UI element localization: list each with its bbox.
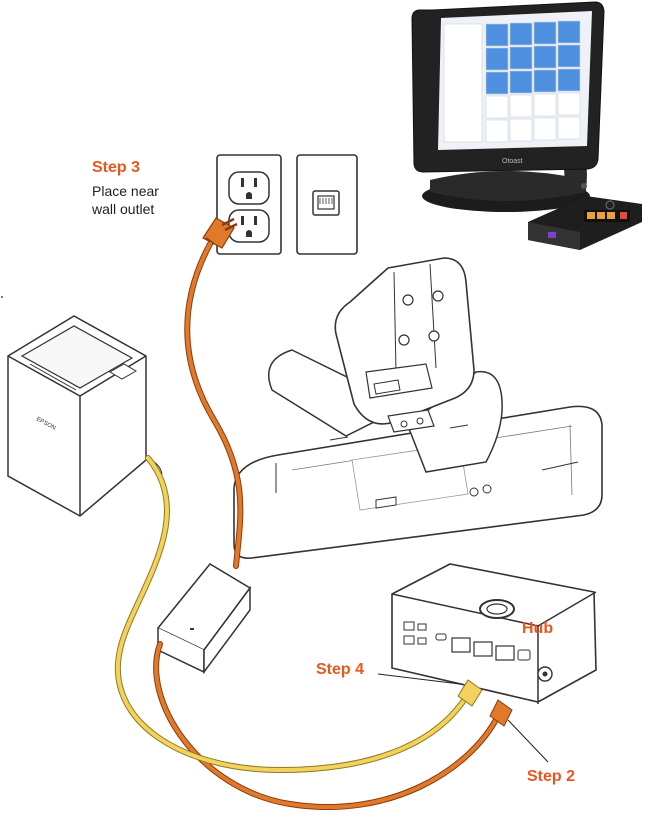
- hub-ports: [403, 621, 553, 682]
- terminal-screen: [438, 11, 592, 150]
- screen-tile: [557, 116, 581, 140]
- screen-tile: [509, 94, 533, 118]
- terminal-logo: Otoast: [502, 158, 523, 165]
- hub-label: Hub: [522, 620, 554, 637]
- power-cable-wall-to-adapter: [184, 241, 244, 569]
- power-cable-adapter-to-hub: [153, 641, 513, 811]
- screen-tile: [533, 117, 557, 141]
- screen-tile: [509, 22, 533, 46]
- screen-tile: [533, 69, 557, 93]
- step4-leader-line: [377, 673, 461, 685]
- screen-tile: [485, 95, 509, 119]
- screen-tile: [557, 44, 581, 68]
- screen-tile: [485, 71, 509, 95]
- screen-tile: [557, 92, 581, 116]
- terminal-stand-bracket: [268, 257, 503, 473]
- ethernet-cable-printer-to-hub: [115, 455, 483, 774]
- screen-tile: [509, 70, 533, 94]
- screen-order-panel: [443, 23, 483, 143]
- step3-description-line2: wall outlet: [92, 201, 155, 217]
- screen-tile: [557, 68, 581, 92]
- screen-tile: [485, 119, 509, 143]
- screen-tile: [485, 47, 509, 71]
- hub-device: [391, 563, 597, 704]
- screen-tile: [509, 118, 533, 142]
- step3-title: Step 3: [92, 159, 141, 176]
- ethernet-wall-jack: [296, 154, 358, 255]
- pos-terminal: Otoast: [411, 1, 605, 212]
- screen-tile: [557, 20, 581, 44]
- outlet-socket-top: [228, 171, 270, 205]
- step4-title: Step 4: [316, 661, 365, 678]
- screen-tile: [533, 45, 557, 69]
- step2-title: Step 2: [527, 768, 576, 785]
- step3-description-line1: Place near: [92, 183, 159, 199]
- receipt-printer: EPSON: [7, 315, 163, 517]
- screen-tile: [485, 23, 509, 47]
- screen-tile: [509, 46, 533, 70]
- screen-tile: [533, 93, 557, 117]
- screen-tile: [533, 21, 557, 45]
- step2-leader-line: [507, 719, 549, 763]
- terminal-hub: [528, 196, 642, 250]
- power-plug: [202, 217, 238, 249]
- power-adapter: [156, 563, 252, 675]
